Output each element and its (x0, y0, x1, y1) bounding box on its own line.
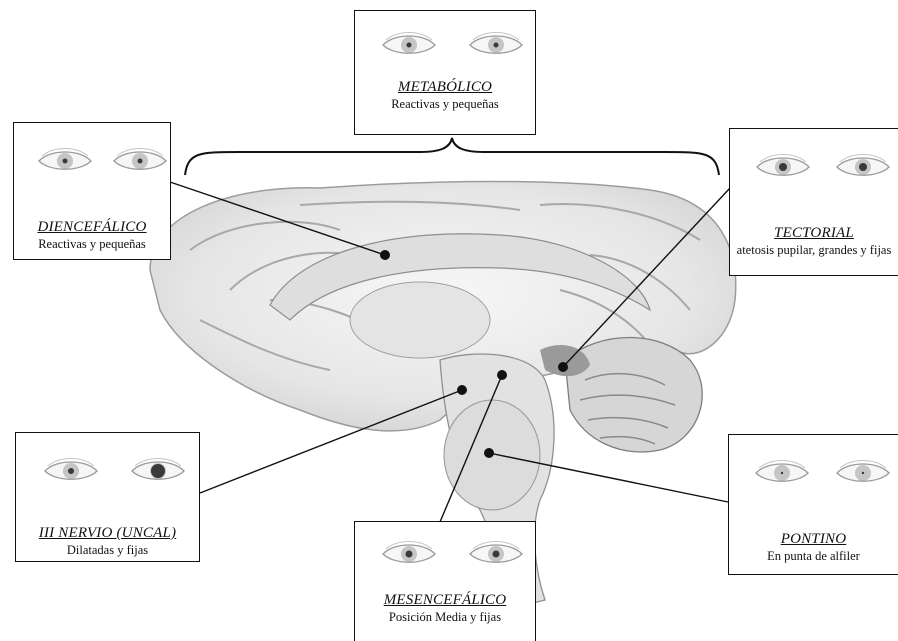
eye-icon (834, 457, 892, 487)
dot-diencefalico (380, 250, 390, 260)
dot-uncal (457, 385, 467, 395)
title-metabolico: METABÓLICO (355, 79, 535, 96)
thalamus-shape (350, 282, 490, 358)
eyes-diencefalico (14, 145, 170, 189)
description-pontino: En punta de alfiler (729, 548, 898, 564)
title-pontino: PONTINO (729, 531, 898, 548)
description-mesencefalico: Posición Media y fijas (355, 609, 535, 625)
eye-icon (834, 151, 892, 181)
title-tectorial: TECTORIAL (730, 225, 898, 242)
eye-icon (467, 538, 525, 568)
title-diencefalico: DIENCEFÁLICO (14, 219, 170, 236)
eye-icon (129, 455, 187, 485)
eye-icon (754, 151, 812, 181)
eye-icon (753, 457, 811, 487)
dot-pontino (484, 448, 494, 458)
eye-icon (111, 145, 169, 175)
description-tectorial: atetosis pupilar, grandes y fijas (730, 242, 898, 258)
description-metabolico: Reactivas y pequeñas (355, 96, 535, 112)
eye-icon (380, 538, 438, 568)
eye-icon (380, 29, 438, 59)
dot-mesencefalico (497, 370, 507, 380)
cerebellum-shape (565, 338, 702, 452)
description-uncal: Dilatadas y fijas (16, 542, 199, 558)
eye-icon (36, 145, 94, 175)
eyes-metabolico (355, 29, 535, 73)
eyes-tectorial (730, 151, 898, 195)
box-mesencefalico: MESENCEFÁLICO Posición Media y fijas (354, 521, 536, 641)
eye-icon (467, 29, 525, 59)
box-pontino: PONTINO En punta de alfiler (728, 434, 898, 575)
dot-tectorial (558, 362, 568, 372)
description-diencefalico: Reactivas y pequeñas (14, 236, 170, 252)
box-diencefalico: DIENCEFÁLICO Reactivas y pequeñas (13, 122, 171, 260)
box-tectorial: TECTORIAL atetosis pupilar, grandes y fi… (729, 128, 898, 276)
title-uncal: III NERVIO (UNCAL) (16, 525, 199, 542)
box-uncal: III NERVIO (UNCAL) Dilatadas y fijas (15, 432, 200, 562)
eye-icon (42, 455, 100, 485)
curly-brace (185, 138, 719, 175)
eyes-mesencefalico (355, 538, 535, 582)
eyes-uncal (16, 455, 199, 499)
title-mesencefalico: MESENCEFÁLICO (355, 592, 535, 609)
box-metabolico: METABÓLICO Reactivas y pequeñas (354, 10, 536, 135)
eyes-pontino (729, 457, 898, 501)
